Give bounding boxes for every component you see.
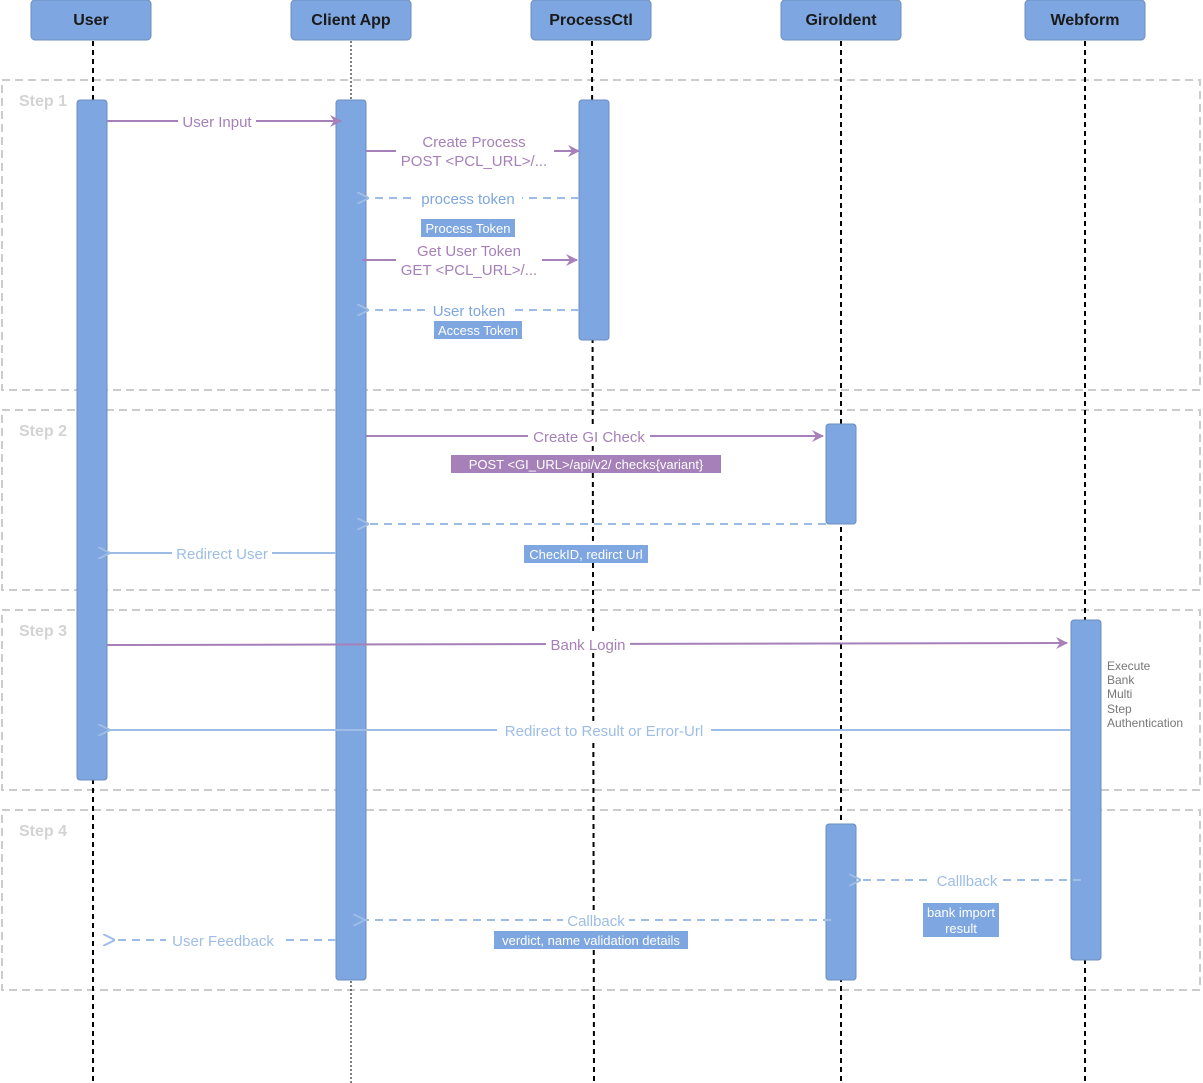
bank-import-tag-bg <box>923 903 999 937</box>
create-process-label-bg <box>396 132 554 172</box>
create-process-label-line1: Create Process <box>422 134 525 151</box>
step-3-frame <box>1 609 1201 791</box>
client-participant-box[interactable] <box>290 0 412 41</box>
client-participant-label: Client App <box>311 12 391 29</box>
webform-participant-label: Webform <box>1050 12 1119 29</box>
post-gi-tag-bg <box>451 455 721 473</box>
giroident-participant-label: GiroIdent <box>805 12 877 29</box>
user-input-label-bg <box>178 112 256 130</box>
post-gi-tag: POST <GI_URL>/api/v2/ checks{variant} <box>469 457 704 472</box>
bank-import-tag-line2: result <box>945 921 977 936</box>
giroident-activation-1[interactable] <box>825 423 857 525</box>
step-2-label: Step 2 <box>19 423 67 440</box>
bank-login-label: Bank Login <box>550 637 625 654</box>
webform-participant-box[interactable] <box>1024 0 1146 41</box>
webform-note-line3: Multi <box>1107 687 1132 701</box>
participants: User Client App ProcessCtl GiroIdent Web… <box>30 0 1146 41</box>
user-participant-label: User <box>73 12 109 29</box>
client-callback-label: Callback <box>567 913 625 930</box>
step-4-label: Step 4 <box>19 823 67 840</box>
checkid-tag: CheckID, redirct Url <box>529 547 643 562</box>
webform-note-line2: Bank <box>1107 673 1135 687</box>
user-token-label-bg <box>428 301 510 319</box>
access-token-tag: Access Token <box>438 323 518 338</box>
client-callback-label-bg <box>563 911 629 929</box>
user-token-label: User token <box>433 303 506 320</box>
process-token-label: process token <box>421 191 514 208</box>
redirect-user-label-bg <box>172 544 272 562</box>
get-user-token-label-bg <box>396 241 542 281</box>
client-activation[interactable] <box>335 99 367 981</box>
access-token-tag-bg <box>434 321 522 339</box>
step-1-frame <box>1 79 1201 391</box>
process-token-tag: Process Token <box>425 221 510 236</box>
verdict-tag: verdict, name validation details <box>502 933 680 948</box>
messages: User Input Create Process POST <PCL_URL>… <box>107 112 1183 950</box>
webform-note-line1: Execute <box>1107 659 1151 673</box>
webform-callback-label: Calllback <box>937 873 998 890</box>
get-user-token-label-line2: GET <PCL_URL>/... <box>401 262 537 279</box>
user-feedback-label: User Feedback <box>172 933 274 950</box>
user-input-label: User Input <box>182 114 252 131</box>
webform-note-line4: Step <box>1107 702 1132 716</box>
get-user-token-label-line1: Get User Token <box>417 243 521 260</box>
process-token-tag-bg <box>421 219 515 237</box>
redirect-user-label: Redirect User <box>176 546 268 563</box>
processctl-participant-box[interactable] <box>530 0 652 41</box>
step-2-frame <box>1 409 1201 591</box>
webform-note-line5: Authentication <box>1107 716 1183 730</box>
bank-import-tag-line1: bank import <box>927 905 995 920</box>
step-4-frame <box>1 809 1201 991</box>
user-participant-box[interactable] <box>30 0 152 41</box>
user-feedback-label-bg <box>166 931 280 949</box>
redirect-result-label-bg <box>497 721 711 739</box>
verdict-tag-bg <box>494 931 688 949</box>
process-token-label-bg <box>414 189 522 207</box>
step-frames: Step 1 Step 2 Step 3 Step 4 <box>1 79 1201 991</box>
processctl-activation[interactable] <box>578 99 610 341</box>
checkid-tag-bg <box>524 545 648 563</box>
step-3-label: Step 3 <box>19 623 67 640</box>
create-process-label-line2: POST <PCL_URL>/... <box>401 153 547 170</box>
webform-activation[interactable] <box>1070 619 1102 961</box>
bank-login-label-bg <box>546 635 630 653</box>
user-activation[interactable] <box>76 99 108 781</box>
create-gi-check-label: Create GI Check <box>533 429 645 446</box>
giroident-activation-2[interactable] <box>825 823 857 981</box>
redirect-result-label: Redirect to Result or Error-Url <box>505 723 703 740</box>
giroident-participant-box[interactable] <box>780 0 902 41</box>
create-gi-check-label-bg <box>528 427 650 445</box>
processctl-participant-label: ProcessCtl <box>549 12 633 29</box>
step-1-label: Step 1 <box>19 93 67 110</box>
activation-bars <box>76 99 1102 981</box>
webform-callback-label-bg <box>931 871 1003 889</box>
